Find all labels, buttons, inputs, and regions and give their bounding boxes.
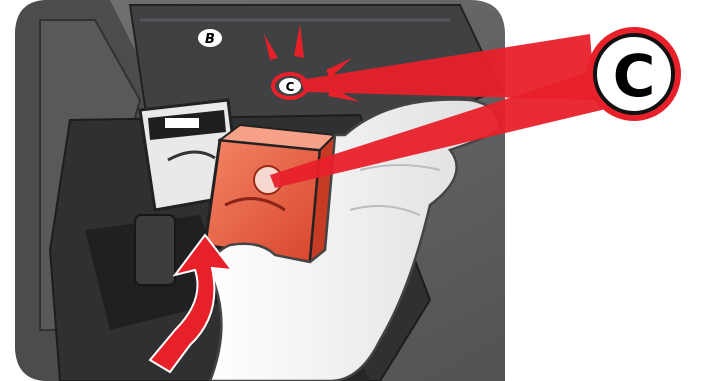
slot-b-marker: B — [198, 29, 222, 47]
color-ink-cartridge — [205, 125, 335, 262]
svg-text:C: C — [286, 80, 295, 94]
c-callout: C — [587, 27, 681, 121]
svg-text:C: C — [613, 42, 656, 110]
cartridge-lock-lever — [135, 215, 175, 285]
svg-text:B: B — [205, 32, 215, 47]
